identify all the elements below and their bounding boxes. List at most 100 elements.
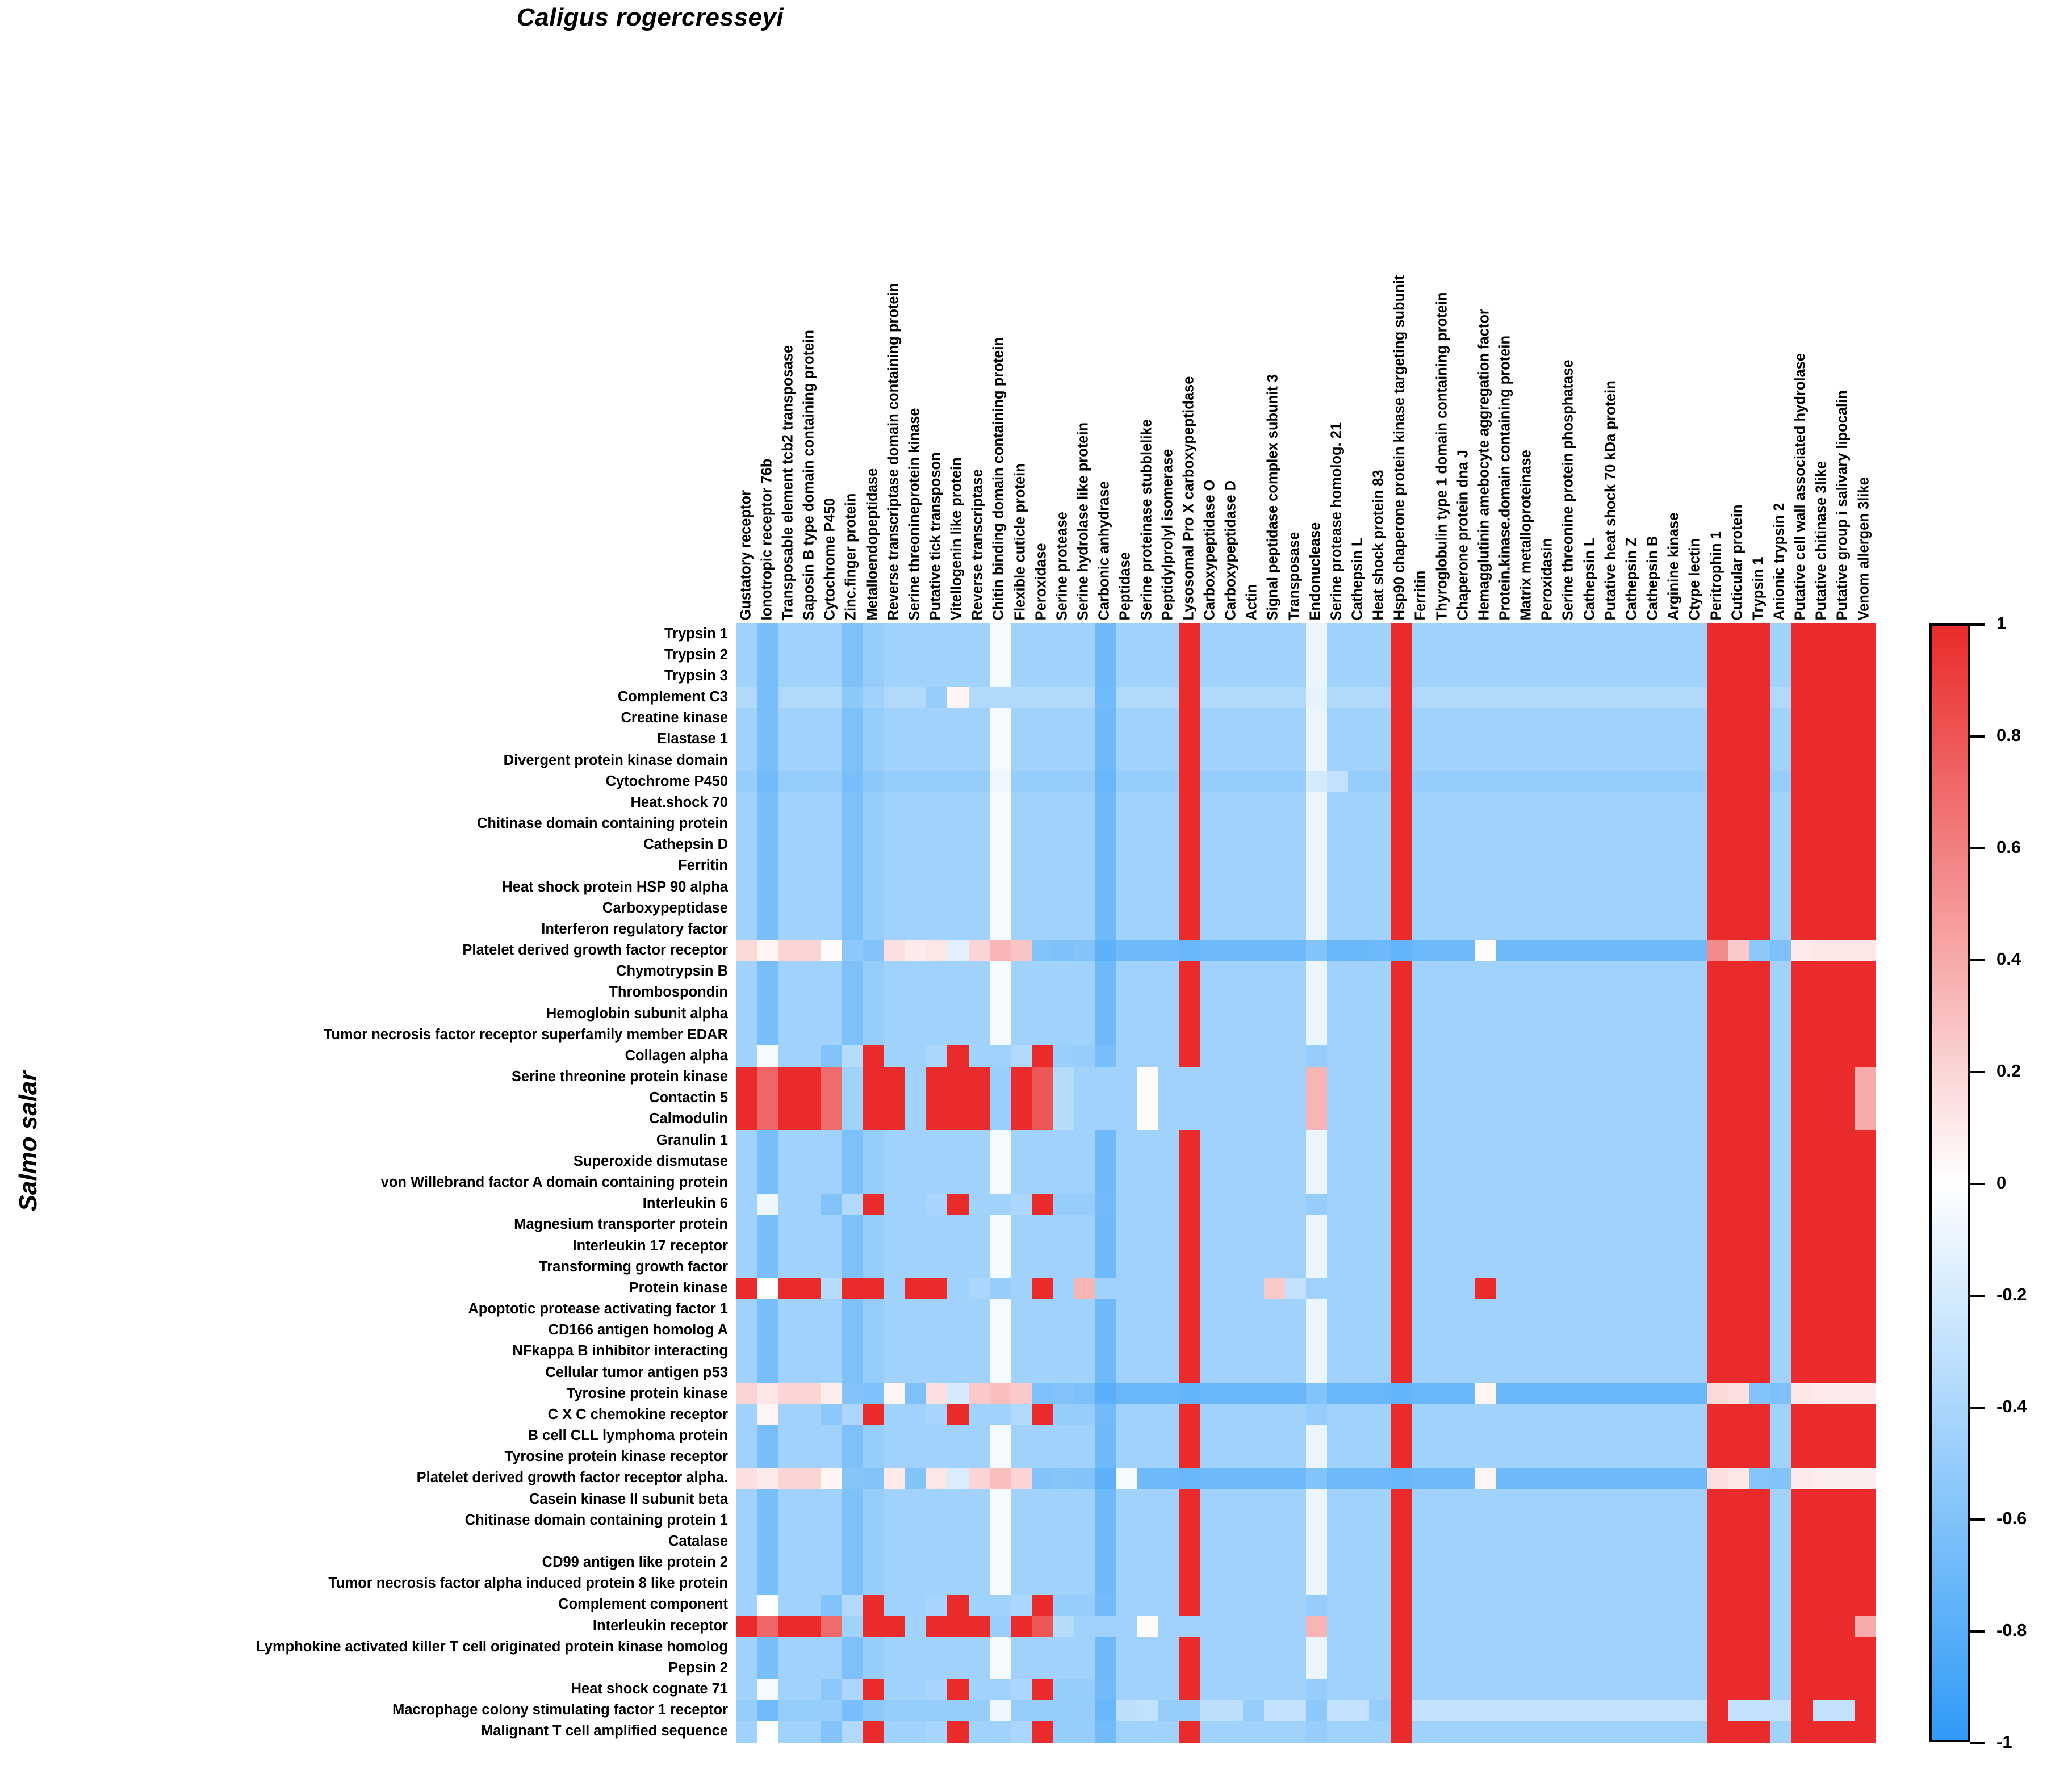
heatmap-cell[interactable] bbox=[1116, 792, 1138, 814]
heatmap-cell[interactable] bbox=[1348, 961, 1370, 983]
heatmap-cell[interactable] bbox=[1559, 1320, 1581, 1342]
heatmap-cell[interactable] bbox=[1833, 1679, 1855, 1701]
heatmap-cell[interactable] bbox=[1770, 708, 1791, 730]
heatmap-cell[interactable] bbox=[884, 1658, 906, 1680]
heatmap-cell[interactable] bbox=[1010, 1087, 1032, 1110]
heatmap-cell[interactable] bbox=[1432, 1193, 1454, 1215]
heatmap-cell[interactable] bbox=[1284, 813, 1307, 835]
heatmap-cell[interactable] bbox=[1053, 834, 1074, 856]
heatmap-cell[interactable] bbox=[778, 708, 801, 730]
heatmap-cell[interactable] bbox=[1580, 1721, 1602, 1743]
heatmap-cell[interactable] bbox=[1390, 1235, 1412, 1257]
heatmap-cell[interactable] bbox=[968, 1531, 990, 1553]
heatmap-cell[interactable] bbox=[1496, 1700, 1518, 1722]
heatmap-cell[interactable] bbox=[1158, 1235, 1180, 1257]
heatmap-cell[interactable] bbox=[1053, 1467, 1074, 1489]
heatmap-cell[interactable] bbox=[1749, 1299, 1770, 1321]
heatmap-cell[interactable] bbox=[1390, 1257, 1412, 1278]
heatmap-cell[interactable] bbox=[1812, 1320, 1834, 1342]
heatmap-cell[interactable] bbox=[800, 898, 822, 919]
heatmap-cell[interactable] bbox=[926, 1531, 948, 1553]
heatmap-cell[interactable] bbox=[1242, 1193, 1265, 1215]
heatmap-cell[interactable] bbox=[1010, 1615, 1032, 1637]
heatmap-cell[interactable] bbox=[1158, 1045, 1180, 1068]
heatmap-cell[interactable] bbox=[800, 1700, 822, 1722]
heatmap-cell[interactable] bbox=[863, 813, 885, 835]
heatmap-cell[interactable] bbox=[1559, 708, 1581, 730]
heatmap-cell[interactable] bbox=[1137, 898, 1159, 919]
heatmap-cell[interactable] bbox=[1727, 666, 1749, 688]
heatmap-cell[interactable] bbox=[1454, 898, 1475, 919]
heatmap-cell[interactable] bbox=[1306, 1679, 1328, 1701]
heatmap-cell[interactable] bbox=[1685, 1151, 1707, 1173]
heatmap-cell[interactable] bbox=[1622, 1679, 1644, 1701]
heatmap-cell[interactable] bbox=[1622, 834, 1644, 856]
heatmap-cell[interactable] bbox=[1749, 834, 1770, 856]
heatmap-cell[interactable] bbox=[842, 623, 864, 645]
heatmap-cell[interactable] bbox=[905, 1679, 927, 1701]
heatmap-cell[interactable] bbox=[842, 1320, 864, 1342]
heatmap-cell[interactable] bbox=[1053, 1066, 1074, 1089]
heatmap-cell[interactable] bbox=[1053, 1700, 1074, 1722]
heatmap-cell[interactable] bbox=[1496, 1066, 1518, 1089]
heatmap-cell[interactable] bbox=[884, 1003, 906, 1025]
heatmap-cell[interactable] bbox=[1095, 1151, 1117, 1173]
heatmap-cell[interactable] bbox=[1411, 708, 1433, 730]
heatmap-cell[interactable] bbox=[1327, 1488, 1349, 1510]
heatmap-cell[interactable] bbox=[1643, 855, 1665, 877]
heatmap-cell[interactable] bbox=[926, 729, 948, 751]
heatmap-cell[interactable] bbox=[1643, 1151, 1665, 1173]
heatmap-cell[interactable] bbox=[1242, 666, 1265, 688]
heatmap-cell[interactable] bbox=[778, 855, 801, 877]
heatmap-cell[interactable] bbox=[1791, 1488, 1813, 1510]
heatmap-cell[interactable] bbox=[821, 1024, 843, 1046]
heatmap-cell[interactable] bbox=[1263, 855, 1286, 877]
heatmap-cell[interactable] bbox=[968, 898, 990, 919]
heatmap-cell[interactable] bbox=[1517, 1278, 1539, 1300]
heatmap-cell[interactable] bbox=[1706, 1446, 1728, 1468]
heatmap-cell[interactable] bbox=[1411, 729, 1433, 751]
heatmap-cell[interactable] bbox=[1538, 1721, 1560, 1743]
heatmap-cell[interactable] bbox=[1053, 1658, 1074, 1680]
heatmap-cell[interactable] bbox=[1475, 1045, 1496, 1068]
heatmap-cell[interactable] bbox=[1475, 898, 1496, 919]
heatmap-cell[interactable] bbox=[1496, 1488, 1518, 1510]
heatmap-cell[interactable] bbox=[842, 687, 864, 709]
heatmap-cell[interactable] bbox=[1221, 982, 1244, 1004]
heatmap-cell[interactable] bbox=[1095, 1615, 1117, 1637]
heatmap-cell[interactable] bbox=[1559, 961, 1581, 983]
heatmap-cell[interactable] bbox=[1496, 1108, 1518, 1131]
heatmap-cell[interactable] bbox=[842, 1108, 864, 1131]
heatmap-cell[interactable] bbox=[736, 1193, 758, 1215]
heatmap-cell[interactable] bbox=[1306, 1594, 1328, 1616]
heatmap-cell[interactable] bbox=[1475, 1467, 1496, 1489]
heatmap-cell[interactable] bbox=[757, 666, 779, 688]
heatmap-cell[interactable] bbox=[1580, 729, 1602, 751]
heatmap-cell[interactable] bbox=[1010, 1425, 1032, 1447]
heatmap-cell[interactable] bbox=[1137, 1278, 1159, 1300]
heatmap-cell[interactable] bbox=[1601, 750, 1623, 772]
heatmap-cell[interactable] bbox=[1496, 813, 1518, 835]
heatmap-cell[interactable] bbox=[800, 1594, 822, 1616]
heatmap-cell[interactable] bbox=[842, 1594, 864, 1616]
heatmap-cell[interactable] bbox=[1496, 645, 1518, 666]
heatmap-cell[interactable] bbox=[1643, 729, 1665, 751]
heatmap-cell[interactable] bbox=[1706, 1594, 1728, 1616]
heatmap-cell[interactable] bbox=[821, 855, 843, 877]
heatmap-cell[interactable] bbox=[1538, 1278, 1560, 1300]
heatmap-cell[interactable] bbox=[1284, 623, 1307, 645]
heatmap-cell[interactable] bbox=[1411, 1003, 1433, 1025]
heatmap-cell[interactable] bbox=[1010, 1552, 1032, 1574]
heatmap-cell[interactable] bbox=[1685, 1404, 1707, 1426]
heatmap-cell[interactable] bbox=[1348, 1320, 1370, 1342]
heatmap-cell[interactable] bbox=[842, 1172, 864, 1194]
heatmap-cell[interactable] bbox=[1475, 666, 1496, 688]
heatmap-cell[interactable] bbox=[1622, 1700, 1644, 1722]
heatmap-cell[interactable] bbox=[1242, 771, 1265, 793]
heatmap-cell[interactable] bbox=[1390, 1700, 1412, 1722]
heatmap-cell[interactable] bbox=[905, 1446, 927, 1468]
heatmap-cell[interactable] bbox=[800, 771, 822, 793]
heatmap-cell[interactable] bbox=[736, 1151, 758, 1173]
heatmap-cell[interactable] bbox=[1158, 1700, 1180, 1722]
heatmap-cell[interactable] bbox=[1221, 1320, 1244, 1342]
